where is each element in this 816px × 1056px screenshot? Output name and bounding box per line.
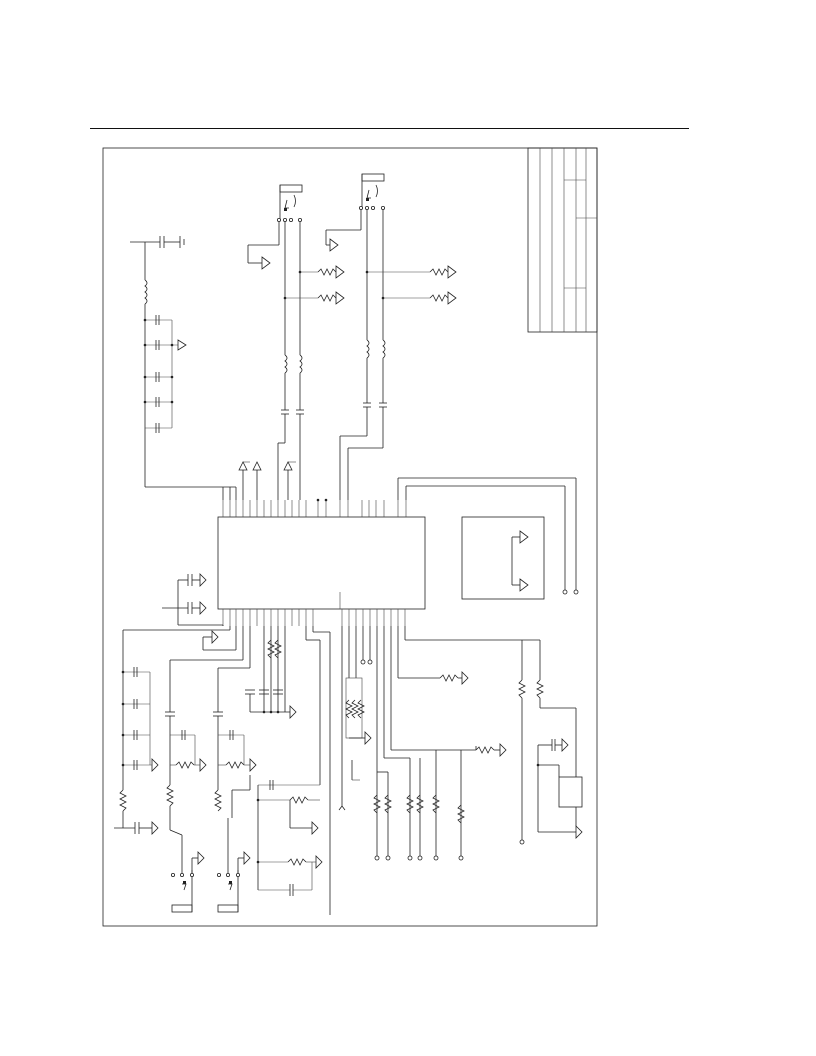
audio-jack-3 [169,829,205,913]
center-filter-block [245,626,297,719]
ic-top-references [238,461,328,502]
ic-top-pins [222,500,407,517]
sub-block [461,516,545,600]
ic-left-decoupling [162,573,224,626]
lower-left-network [114,626,257,835]
bottom-resistor-drops [373,626,507,861]
title-block [527,147,598,333]
audio-jack-2 [325,173,457,500]
regulator-block [404,626,583,845]
resistor-ladder [345,626,373,781]
ic-bottom-pins [222,609,406,626]
main-ic [217,516,426,610]
header-rule [90,128,689,129]
right-signal-bus [397,477,579,595]
supply-filter-network [130,236,237,500]
audio-jack-4 [216,775,251,913]
lower-rc-network [256,626,346,915]
sheet-border [102,147,598,927]
audio-jack-1 [247,184,345,500]
